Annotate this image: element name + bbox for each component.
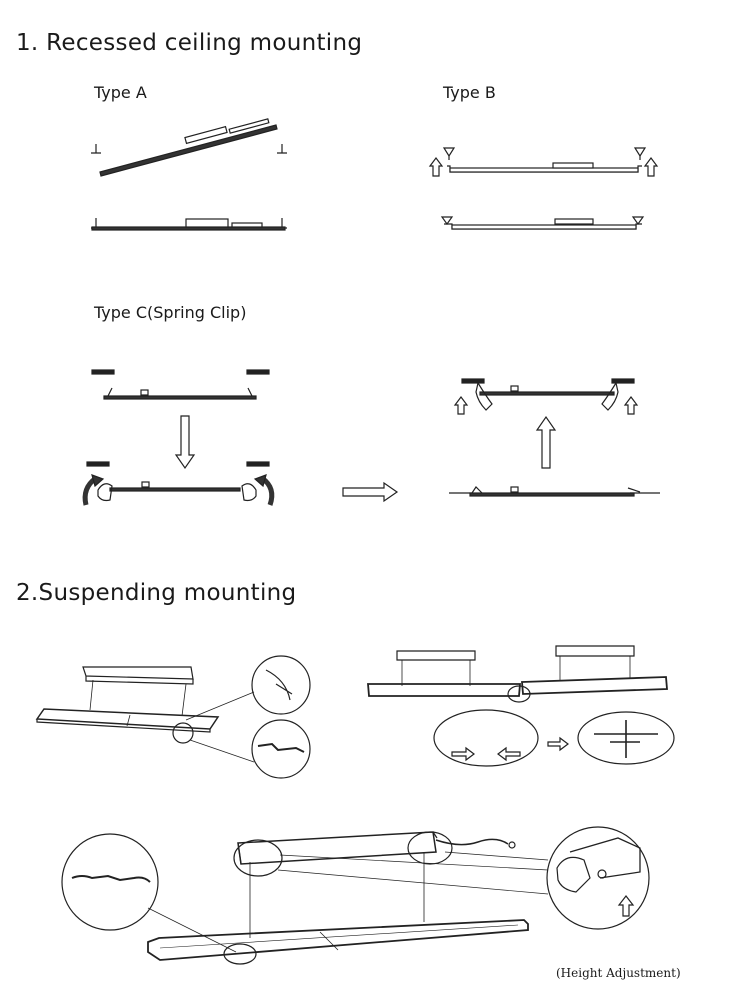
type-a-diagram [91, 118, 287, 231]
type-c-diagram [82, 369, 660, 506]
section-title-suspending: 2.Suspending mounting [16, 580, 297, 606]
label-type-a: Type A [94, 83, 147, 102]
suspend-figure-main [61, 826, 650, 965]
section-title-recessed: 1. Recessed ceiling mounting [16, 30, 363, 56]
label-type-b: Type B [443, 83, 496, 102]
label-type-c: Type C(Spring Clip) [94, 303, 247, 322]
suspend-figure-single [35, 655, 311, 779]
type-b-diagram [428, 147, 659, 230]
suspend-figure-joined [367, 645, 675, 767]
caption-height-adjustment: (Height Adjustment) [556, 966, 681, 980]
